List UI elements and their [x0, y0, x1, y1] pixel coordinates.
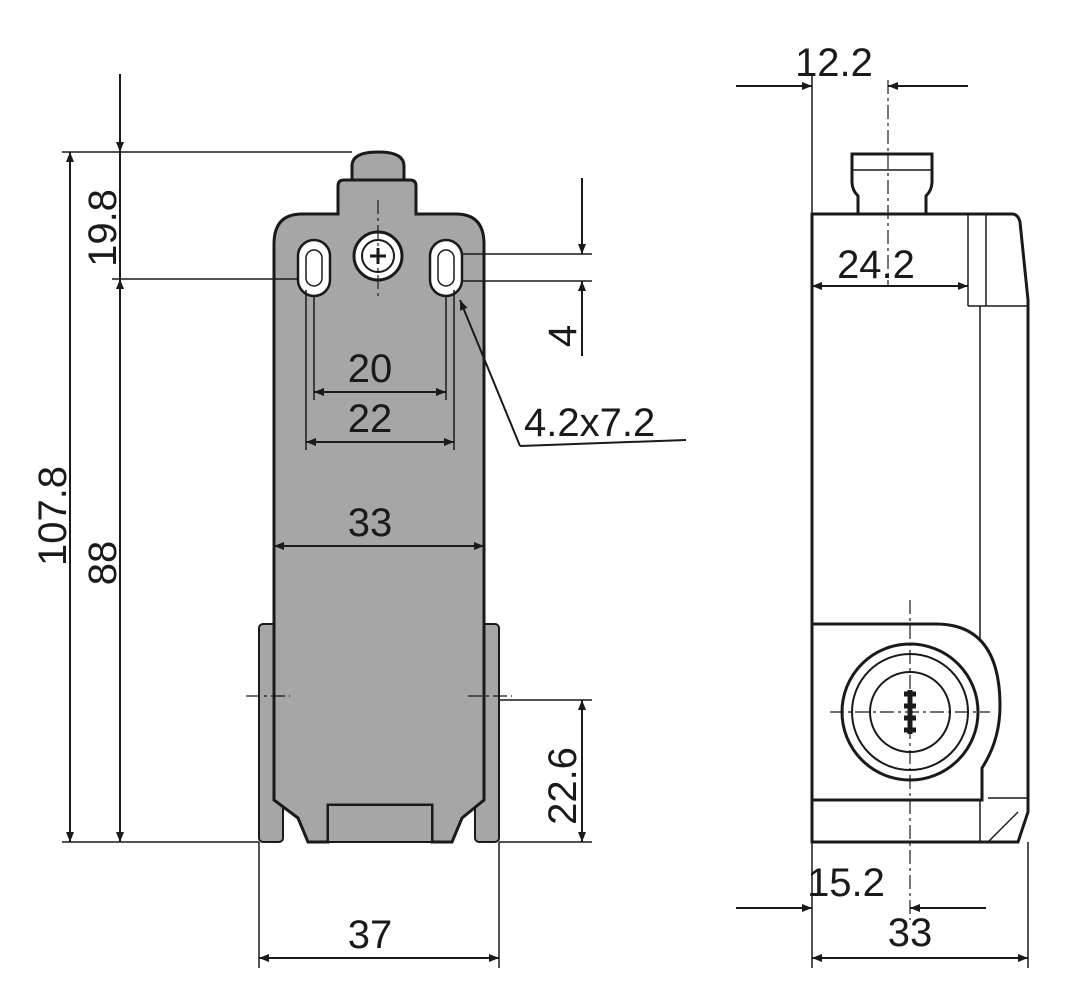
dim-hole-outer: 22 [348, 397, 393, 441]
base-foot [327, 804, 433, 843]
dim-slot-vertical: 4 [541, 325, 585, 347]
right-slot-inner [437, 249, 455, 287]
dim-body-height: 88 [81, 541, 125, 586]
dim-base-offset: 15.2 [807, 861, 885, 905]
dim-body-width: 33 [348, 501, 393, 545]
side-view: 12.2 24.2 15.2 33 [736, 41, 1030, 968]
dim-slot-size: 4.2x7.2 [524, 401, 655, 445]
actuator-plunger [350, 150, 406, 182]
front-view: 107.8 19.8 88 4 20 22 4.2x7.2 33 37 22.6 [31, 74, 687, 968]
dim-hole-inner: 20 [348, 347, 393, 391]
dim-total-height: 107.8 [31, 466, 75, 566]
dim-actuator-offset: 12.2 [795, 41, 873, 85]
switch-body [272, 178, 486, 844]
dim-depth: 33 [888, 911, 933, 955]
left-mounting-slot [296, 238, 332, 298]
dim-head-height: 19.8 [81, 189, 125, 267]
dim-base-height: 22.6 [541, 747, 585, 825]
side-actuator [850, 152, 934, 216]
left-slot-inner [305, 249, 323, 287]
dim-top-width: 24.2 [837, 243, 915, 287]
right-mounting-slot [428, 238, 464, 298]
dim-base-width: 37 [348, 913, 393, 957]
